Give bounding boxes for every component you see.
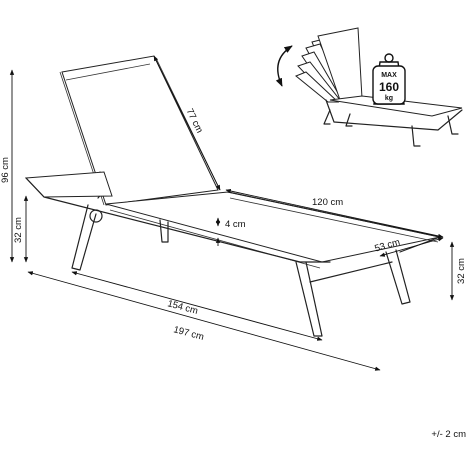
- wheel: [89, 209, 103, 223]
- foot-rest: [24, 171, 113, 198]
- inset-adjustable-backrest: [275, 27, 463, 147]
- label-leg-height: 32 cm: [456, 258, 467, 284]
- backrest-positions: [295, 27, 363, 103]
- leg-front-right: [159, 219, 169, 243]
- leg-rear-right: [385, 249, 411, 305]
- load-value: 160: [379, 80, 399, 94]
- label-frame-length: 154 cm: [166, 298, 199, 317]
- dimension-labels: 96 cm 32 cm 77 cm 120 cm 4 cm 53 cm 32 c…: [0, 107, 467, 343]
- tolerance-note: +/- 2 cm: [431, 429, 466, 440]
- leg-rear-left: [295, 261, 323, 337]
- label-height-total: 96 cm: [0, 157, 11, 183]
- adjustable-backrest-arrow-icon: [275, 45, 293, 87]
- leg-front-left: [71, 204, 97, 271]
- load-unit: kg: [385, 95, 393, 102]
- seat: [105, 191, 441, 263]
- label-seat-height: 32 cm: [13, 217, 24, 243]
- label-total-length: 197 cm: [172, 324, 205, 343]
- inset-seat: [329, 95, 463, 117]
- label-cushion-thickness: 4 cm: [225, 219, 246, 230]
- dimension-lines: [9, 55, 455, 371]
- load-label: MAX: [381, 72, 397, 79]
- rear-crossbar: [309, 261, 393, 283]
- weight-icon: MAX 160 kg: [372, 53, 406, 105]
- side-rail-front: [25, 177, 331, 263]
- label-seat-length: 120 cm: [312, 197, 343, 208]
